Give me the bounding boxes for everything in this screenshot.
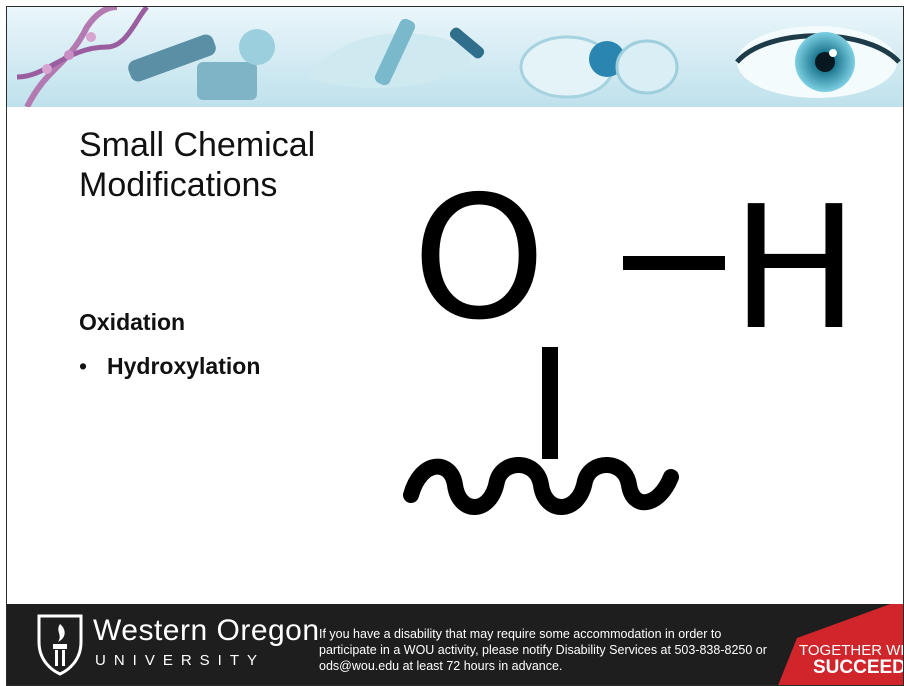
eye-icon: [735, 26, 901, 98]
hydroxyl-structure-diagram: O H: [403, 177, 859, 515]
chain-wavy-line: [403, 457, 679, 515]
slide: Small Chemical Modifications Oxidation •…: [6, 6, 904, 686]
science-banner-image: [7, 7, 903, 107]
gloved-hand-icon: [307, 18, 485, 89]
section-heading: Oxidation: [79, 309, 186, 335]
disability-notice: If you have a disability that may requir…: [319, 627, 767, 673]
microscope-icon: [128, 29, 275, 100]
slide-title: Small Chemical Modifications: [79, 125, 315, 205]
hydrogen-atom-label: H: [731, 177, 859, 368]
bullet-text: Hydroxylation: [107, 353, 261, 379]
slogan-line-1: TOGETHER WE: [799, 642, 903, 659]
oxygen-atom-label: O: [412, 177, 546, 358]
petri-dish-icon: [519, 35, 679, 99]
university-name: Western Oregon: [93, 614, 320, 647]
dna-helix-icon: [16, 7, 149, 107]
bullet-dot-icon: •: [79, 353, 88, 379]
bullet-item: • Hydroxylation: [79, 353, 260, 380]
red-ribbon-shape: [778, 604, 903, 685]
university-subtitle: UNIVERSITY: [95, 652, 266, 669]
slogan-line-2: SUCCEED: [813, 657, 903, 678]
bullet-list: • Hydroxylation: [79, 353, 260, 380]
slide-title-line-2: Modifications: [79, 166, 278, 204]
torch-logo-icon: [37, 614, 83, 676]
slide-title-line-1: Small Chemical: [79, 126, 316, 164]
footer-bar: Western Oregon UNIVERSITY If you have a …: [7, 604, 903, 685]
